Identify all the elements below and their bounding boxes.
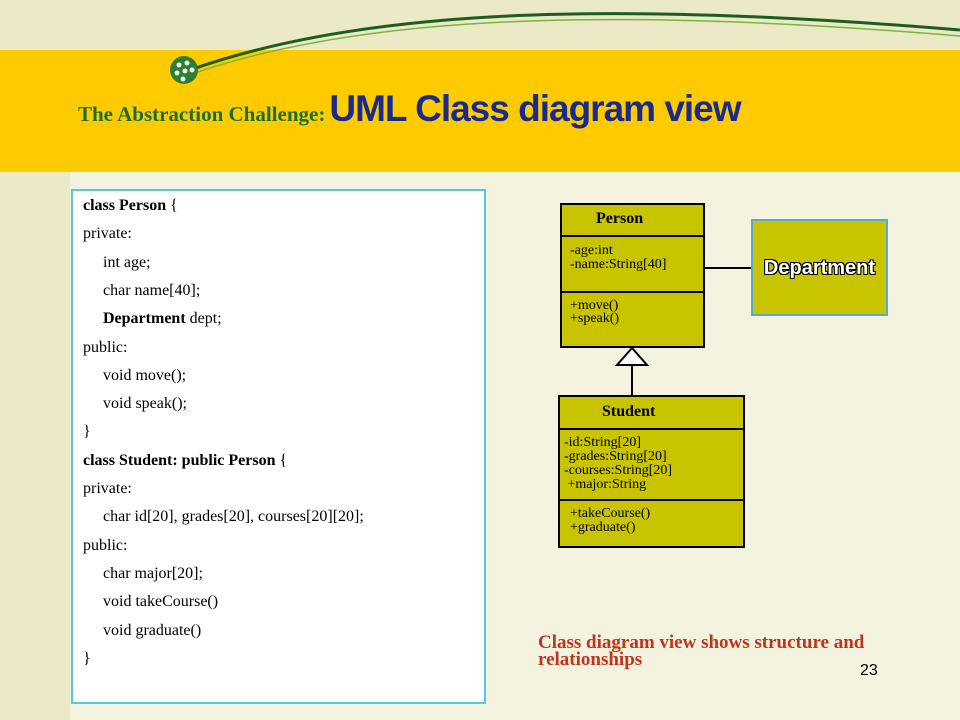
code-line: void graduate() [103, 622, 201, 640]
uml-divider [560, 428, 743, 430]
code-text: } [83, 423, 91, 441]
uml-attribute: +major:String [564, 477, 647, 492]
uml-attribute: -courses:String[20] [564, 463, 673, 478]
title-main: UML Class diagram view [329, 88, 741, 129]
code-text: void graduate() [103, 621, 202, 639]
code-keyword: class Person [83, 197, 167, 214]
uml-class-student: Student -id:String[20] -grades:String[20… [558, 395, 745, 548]
code-line: class Person { [83, 197, 178, 215]
slide-title: The Abstraction Challenge: UML Class dia… [78, 88, 742, 130]
code-keyword: class Student: public Person [83, 451, 276, 469]
code-line: public: [83, 537, 127, 555]
code-text: char name[40]; [103, 281, 201, 299]
code-text: private: [83, 225, 132, 243]
uml-method: +takeCourse() [570, 506, 651, 521]
code-text: public: [83, 338, 128, 356]
code-text: { [166, 197, 178, 214]
uml-attribute: -name:String[40] [570, 257, 667, 272]
code-line: void speak(); [103, 395, 187, 413]
code-text: } [83, 649, 91, 667]
code-line: } [83, 650, 91, 668]
code-line: private: [83, 480, 132, 498]
code-panel: class Person { private: int age; char name[… [71, 189, 486, 704]
uml-method: +graduate() [570, 520, 636, 535]
uml-divider [560, 499, 743, 501]
uml-method: +speak() [570, 311, 620, 326]
code-text: char major[20]; [103, 564, 203, 582]
department-label: Department [763, 257, 876, 279]
uml-attribute: -age:int [570, 243, 613, 258]
code-text: void takeCourse() [103, 593, 219, 611]
caption: Class diagram view shows structure and r… [538, 632, 865, 670]
code-line: char name[40]; [103, 282, 200, 300]
uml-class-name: Student [602, 403, 656, 420]
code-line: } [83, 423, 91, 441]
code-line: Department dept; [103, 310, 222, 328]
header-band [0, 50, 960, 172]
code-text: { [275, 451, 288, 469]
uml-attribute: -id:String[20] [564, 435, 641, 450]
uml-divider [562, 291, 703, 293]
code-text: dept; [185, 310, 222, 328]
uml-method: +move() [570, 298, 619, 313]
code-text: int age; [103, 253, 151, 271]
code-text: void speak(); [103, 395, 187, 413]
code-line: void takeCourse() [103, 593, 218, 611]
code-keyword: Department [103, 310, 186, 328]
code-line: private: [83, 225, 132, 243]
code-line: public: [83, 339, 127, 357]
globe-icon [170, 56, 198, 84]
page-number: 23 [860, 662, 878, 679]
uml-class-person: Person -age:int -name:String[40] +move()… [560, 203, 705, 348]
uml-attribute: -grades:String[20] [564, 449, 667, 464]
code-text: void move(); [103, 366, 187, 384]
inheritance-arrow-icon [614, 346, 650, 366]
code-text: public: [83, 536, 128, 554]
uml-class-name: Person [596, 210, 644, 227]
code-line: int age; [103, 254, 151, 272]
code-line: void move(); [103, 367, 186, 385]
code-line: class Student: public Person { [83, 452, 287, 470]
code-line: char id[20], grades[20], courses[20][20]… [103, 508, 364, 526]
code-text: private: [83, 480, 132, 497]
code-line: char major[20]; [103, 565, 203, 583]
uml-class-department: Department [751, 219, 888, 316]
title-prefix: The Abstraction Challenge: [78, 102, 326, 126]
uml-divider [562, 235, 703, 237]
code-text: char id[20], grades[20], courses[20][20]… [103, 508, 364, 526]
